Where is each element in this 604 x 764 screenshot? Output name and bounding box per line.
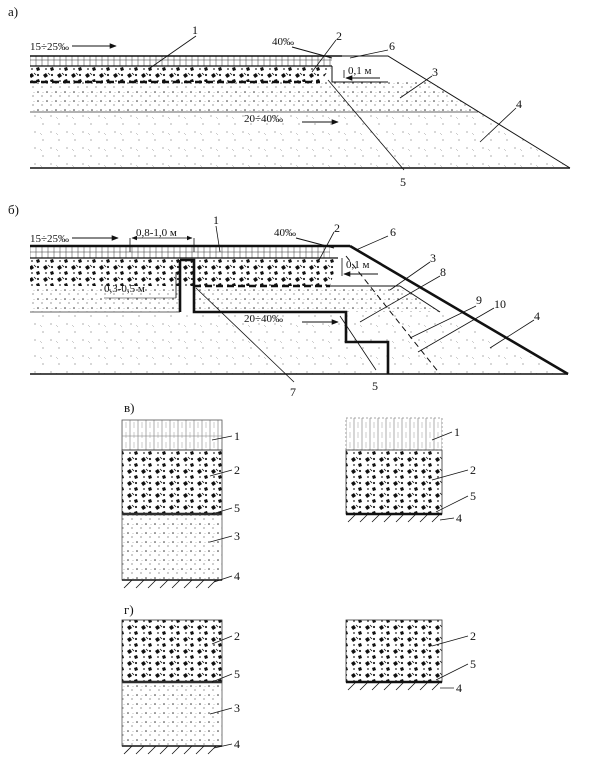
g-right-layer-2: [345, 619, 443, 683]
v-left-label-1: 1: [234, 429, 240, 443]
label-4-b: 4: [534, 309, 540, 323]
label-3-b: 3: [430, 251, 436, 265]
slope-base-label: 20÷40‰: [244, 113, 283, 125]
v-right-label-1: 1: [454, 425, 460, 439]
g-right-label-4: 4: [456, 681, 462, 695]
section-b-label: б): [8, 202, 19, 217]
label-7-b: 7: [290, 385, 296, 399]
v-left-label-5: 5: [234, 501, 240, 515]
label-6: 6: [389, 39, 395, 53]
slope-base-label-b: 20÷40‰: [244, 313, 283, 325]
v-left-label-3: 3: [234, 529, 240, 543]
v-right-label-2: 2: [470, 463, 476, 477]
section-a-label: а): [8, 4, 18, 19]
label-8-b: 8: [440, 265, 446, 279]
subbase-layer-3-b: [30, 286, 180, 312]
shoulder-block: [290, 56, 332, 66]
g-left-label-5: 5: [234, 667, 240, 681]
trench-outline: [180, 258, 390, 374]
label-5-b: 5: [372, 379, 378, 393]
label-10-b: 10: [494, 297, 506, 311]
slope-top-label: 40‰: [272, 36, 294, 48]
g-left-label-3: 3: [234, 701, 240, 715]
section-g-label: г): [124, 602, 134, 617]
v-right-layer-2: [345, 449, 443, 515]
g-left-ground-hatch: [123, 745, 217, 755]
label-1-b: 1: [213, 213, 219, 227]
section-b: б) 15÷25‰ 0,8-1,0 м 40‰ 0,1 м: [8, 202, 569, 399]
slope-top-label-b: 40‰: [274, 227, 296, 239]
slope-side-label-b: 15÷25‰: [30, 233, 69, 245]
v-right-label-5: 5: [470, 489, 476, 503]
depth-label: 0,3-0,5 м: [104, 283, 145, 295]
dashed-line-10: [345, 255, 441, 375]
label-9-b: 9: [476, 293, 482, 307]
section-v: в) 1 2 5 3 4 1 2: [121, 400, 476, 589]
g-left-label-2: 2: [234, 629, 240, 643]
label-2-b: 2: [334, 221, 340, 235]
label-5: 5: [400, 175, 406, 189]
g-right-ground-hatch: [347, 681, 441, 691]
v-right-ground-hatch: [347, 513, 441, 523]
thickness-label: 0,1 м: [348, 65, 372, 77]
subbase-layer-3: [30, 82, 478, 112]
width-label: 0,8-1,0 м: [136, 227, 177, 239]
v-right-label-4: 4: [456, 511, 462, 525]
v-right-layer-1: [345, 417, 443, 451]
v-left-label-4: 4: [234, 569, 240, 583]
section-g: г) 2 5 3 4 2 5 4: [121, 602, 476, 755]
g-left-label-4: 4: [234, 737, 240, 751]
g-right-label-2: 2: [470, 629, 476, 643]
g-right-label-5: 5: [470, 657, 476, 671]
surface-layer-1-b: [30, 246, 330, 258]
label-6-b: 6: [390, 225, 396, 239]
base-layer-4: [30, 112, 570, 168]
v-left-layer-3: [121, 513, 223, 581]
gravel-layer-2-b: [30, 258, 338, 286]
label-1: 1: [192, 23, 198, 37]
label-2: 2: [336, 29, 342, 43]
g-left-layer-3: [121, 681, 223, 747]
v-left-layer-2: [121, 449, 223, 515]
label-4: 4: [516, 97, 522, 111]
base-layer-4-b: [30, 312, 388, 374]
v-left-ground-hatch: [123, 579, 217, 589]
g-left-layer-2: [121, 619, 223, 683]
v-left-layer-1: [121, 419, 223, 451]
slope-side-label: 15÷25‰: [30, 41, 69, 53]
v-left-label-2: 2: [234, 463, 240, 477]
gravel-layer-2: [30, 66, 332, 82]
thickness-label-b: 0,1 м: [346, 259, 370, 271]
section-a: а) 15÷25‰ 40‰ 0,1 м 20÷40‰ 1 2 6: [8, 4, 571, 189]
section-v-label: в): [124, 400, 134, 415]
label-3: 3: [432, 65, 438, 79]
